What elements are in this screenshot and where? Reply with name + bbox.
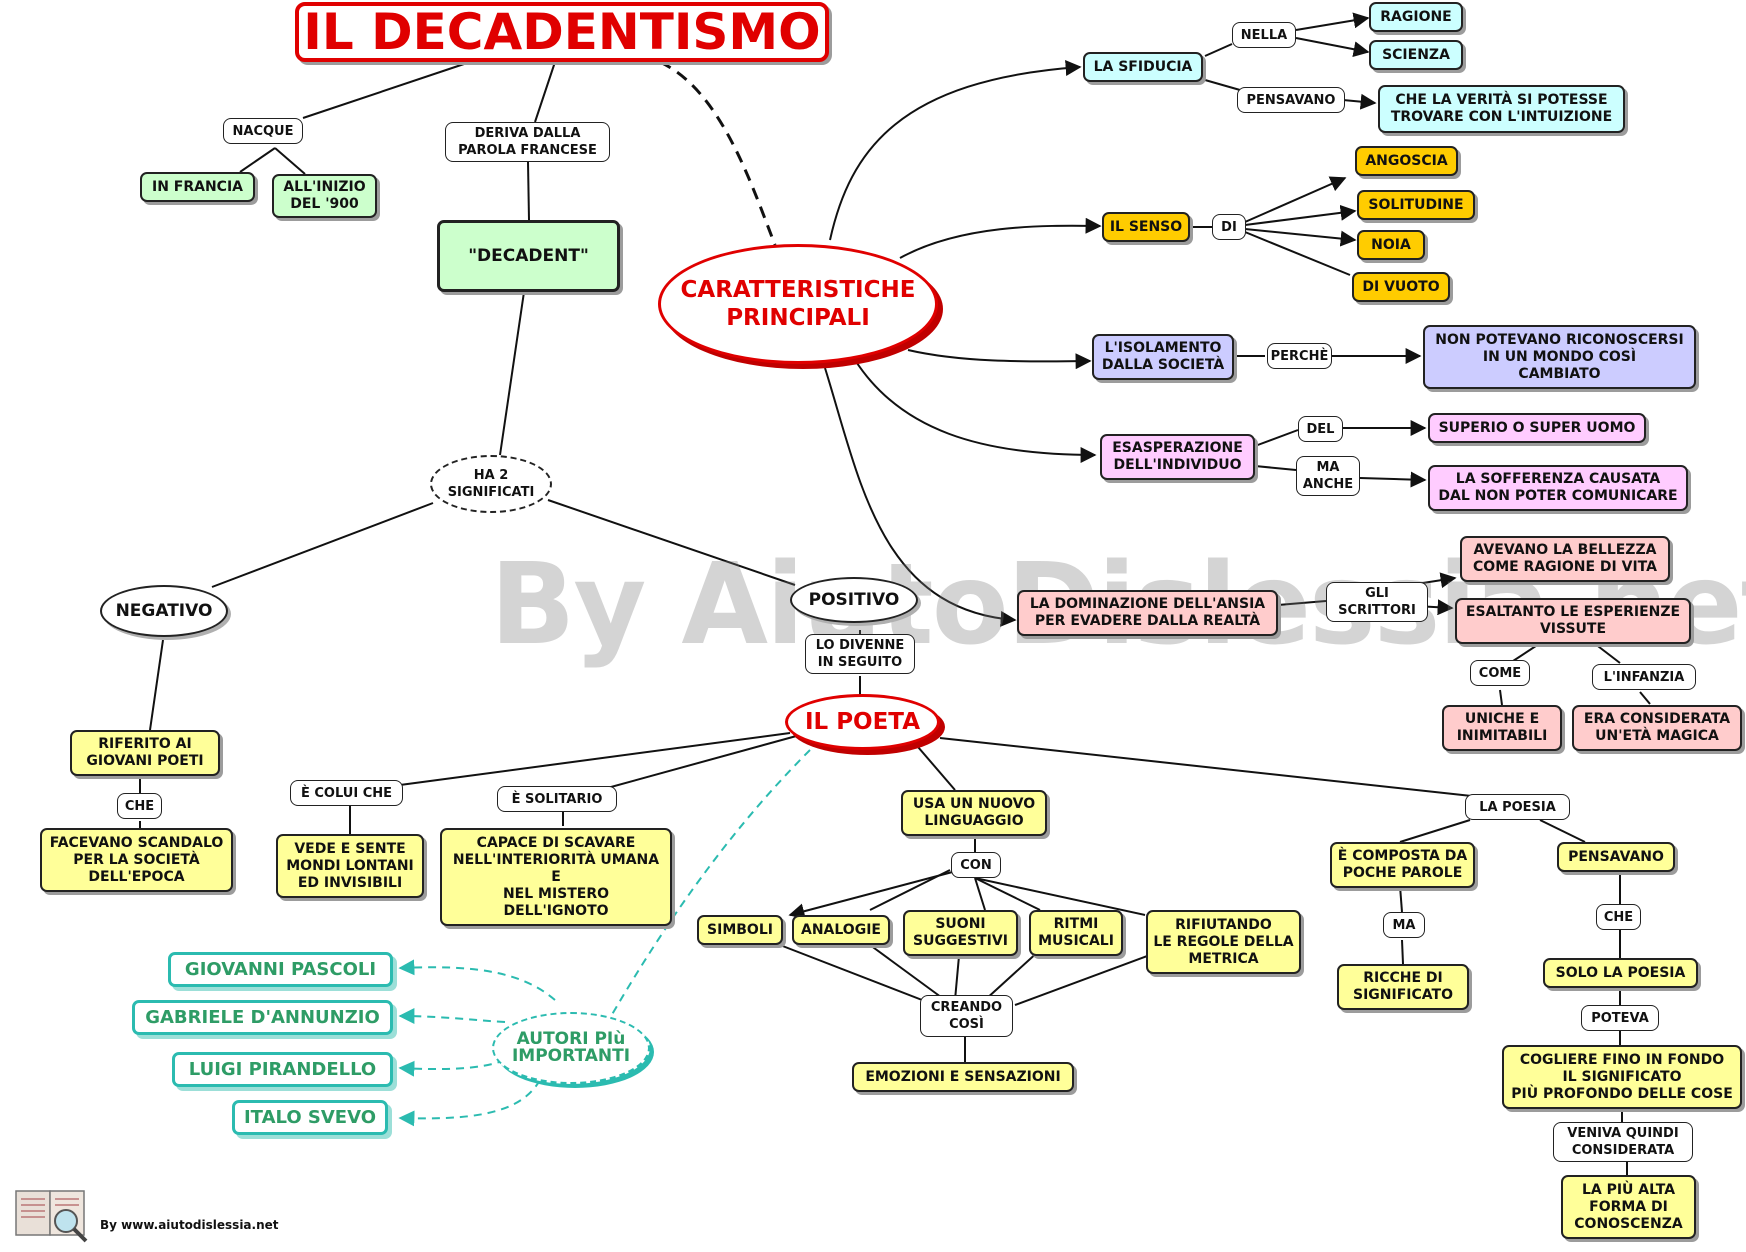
node-usa-nuovo-linguaggio: USA UN NUOVO LINGUAGGIO (901, 790, 1047, 836)
node-vede-e-sente: VEDE E SENTE MONDI LONTANI ED INVISIBILI (276, 834, 424, 898)
label-con: CON (951, 852, 1001, 878)
node-superio: SUPERIO O SUPER UOMO (1428, 413, 1646, 443)
node-noia: NOIA (1357, 230, 1425, 260)
label-nacque: NACQUE (223, 118, 303, 144)
label-che-negativo: CHE (117, 793, 162, 819)
author-pirandello[interactable]: LUIGI PIRANDELLO (172, 1052, 393, 1087)
node-solo-la-poesia: SOLO LA POESIA (1543, 958, 1698, 988)
label-infanzia: L'INFANZIA (1592, 664, 1696, 690)
node-decadent: "DECADENT" (437, 220, 620, 292)
node-solitudine: SOLITUDINE (1357, 190, 1475, 220)
node-simboli: SIMBOLI (697, 915, 783, 945)
node-in-francia: IN FRANCIA (140, 172, 255, 202)
label-veniva-considerata: VENIVA QUINDI CONSIDERATA (1553, 1122, 1693, 1162)
label-gli-scrittori: GLI SCRITTORI (1326, 582, 1428, 622)
node-pensavano-poesia: PENSAVANO (1557, 842, 1675, 872)
label-di: DI (1212, 214, 1246, 240)
node-caratteristiche-principali: CARATTERISTICHE PRINCIPALI (658, 244, 938, 364)
node-ragione: RAGIONE (1369, 2, 1463, 32)
node-analogie: ANALOGIE (792, 915, 890, 945)
author-pascoli[interactable]: GIOVANNI PASCOLI (168, 952, 393, 987)
node-dominazione-ansia: LA DOMINAZIONE DELL'ANSIA PER EVADERE DA… (1017, 590, 1278, 636)
node-avevano-bellezza: AVEVANO LA BELLEZZA COME RAGIONE DI VITA (1460, 536, 1670, 582)
node-cogliere: COGLIERE FINO IN FONDO IL SIGNIFICATO PI… (1502, 1045, 1742, 1109)
label-perche: PERCHÈ (1267, 343, 1332, 369)
node-esasperazione: ESASPERAZIONE DELL'INDIVIDUO (1100, 434, 1255, 480)
node-isolamento: L'ISOLAMENTO DALLA SOCIETÀ (1092, 334, 1234, 380)
author-svevo[interactable]: ITALO SVEVO (232, 1100, 388, 1135)
node-negativo: NEGATIVO (100, 585, 228, 637)
label-che-poesia: CHE (1596, 904, 1641, 930)
label-ma: MA (1383, 912, 1425, 938)
node-sofferenza: LA SOFFERENZA CAUSATA DAL NON POTER COMU… (1428, 465, 1688, 511)
label-lo-divenne: LO DIVENNE IN SEGUITO (805, 634, 915, 674)
label-e-solitario: È SOLITARIO (497, 786, 617, 812)
label-nella: NELLA (1232, 22, 1296, 48)
node-angoscia: ANGOSCIA (1355, 146, 1458, 176)
node-capace: CAPACE DI SCAVARE NELL'INTERIORITÀ UMANA… (440, 828, 672, 926)
label-del: DEL (1298, 416, 1343, 442)
node-scienza: SCIENZA (1369, 40, 1463, 70)
node-positivo: POSITIVO (790, 577, 918, 623)
node-uniche-inimitabili: UNICHE E INIMITABILI (1442, 705, 1562, 751)
label-e-colui-che: È COLUI CHE (290, 780, 403, 806)
node-composta-poche-parole: È COMPOSTA DA POCHE PAROLE (1330, 842, 1475, 888)
node-il-senso: IL SENSO (1102, 212, 1190, 242)
node-emozioni-sensazioni: EMOZIONI E SENSAZIONI (852, 1062, 1074, 1092)
node-il-poeta: IL POETA (785, 694, 940, 750)
label-ma-anche: MA ANCHE (1296, 456, 1360, 496)
node-piu-alta-conoscenza: LA PIÙ ALTA FORMA DI CONOSCENZA (1561, 1175, 1696, 1239)
node-riferito: RIFERITO AI GIOVANI POETI (70, 730, 220, 776)
node-rifiutando-metrica: RIFIUTANDO LE REGOLE DELLA METRICA (1146, 910, 1301, 974)
node-suoni-suggestivi: SUONI SUGGESTIVI (903, 910, 1018, 956)
book-magnifier-icon (15, 1190, 88, 1243)
node-di-vuoto: DI VUOTO (1352, 272, 1450, 302)
node-autori-importanti: AUTORI PIù IMPORTANTI (492, 1012, 650, 1084)
label-come: COME (1470, 660, 1530, 686)
node-la-sfiducia: LA SFIDUCIA (1083, 52, 1203, 82)
label-la-poesia: LA POESIA (1465, 794, 1570, 820)
page-title: IL DECADENTISMO (295, 2, 829, 62)
node-ha-2-significati: HA 2 SIGNIFICATI (430, 455, 552, 513)
node-esaltando-esperienze: ESALTANTO LE ESPERIENZE VISSUTE (1455, 598, 1691, 644)
node-ritmi-musicali: RITMI MUSICALI (1029, 910, 1123, 956)
node-facevano-scandalo: FACEVANO SCANDALO PER LA SOCIETÀ DELL'EP… (40, 828, 233, 892)
author-dannunzio[interactable]: GABRIELE D'ANNUNZIO (132, 1000, 393, 1035)
node-all-inizio: ALL'INIZIO DEL '900 (272, 174, 377, 218)
node-ricche-significato: RICCHE DI SIGNIFICATO (1337, 964, 1469, 1010)
label-creando-cosi: CREANDO COSÌ (920, 995, 1013, 1037)
footer-credit: By www.aiutodislessia.net (100, 1218, 279, 1232)
label-poteva: POTEVA (1581, 1005, 1659, 1031)
label-pensavano-sfiducia: PENSAVANO (1237, 87, 1345, 113)
node-verita-intuizione: CHE LA VERITÀ SI POTESSE TROVARE CON L'I… (1378, 85, 1625, 133)
node-eta-magica: ERA CONSIDERATA UN'ETÀ MAGICA (1572, 705, 1742, 751)
node-non-potevano: NON POTEVANO RICONOSCERSI IN UN MONDO CO… (1423, 325, 1696, 389)
label-deriva: DERIVA DALLA PAROLA FRANCESE (445, 122, 610, 162)
